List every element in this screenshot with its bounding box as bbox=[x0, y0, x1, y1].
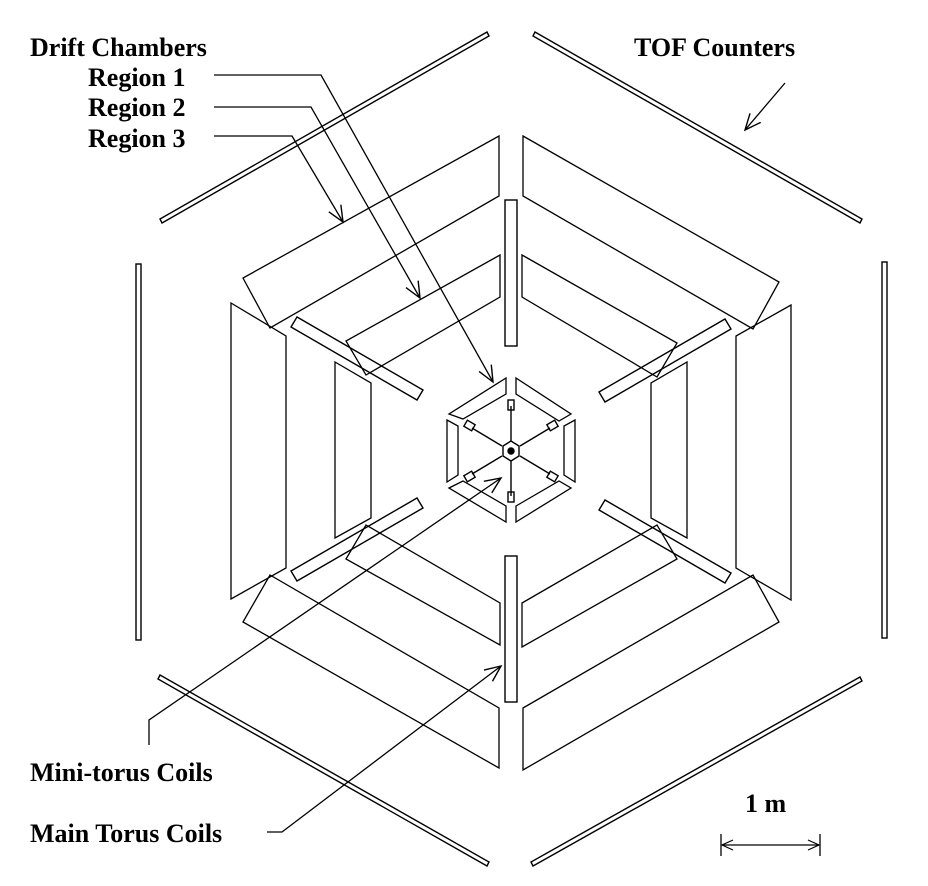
main-torus-coil-top bbox=[504, 199, 518, 347]
region2-chambers bbox=[334, 253, 688, 649]
region2-chamber-right bbox=[650, 360, 688, 540]
region2-chamber-bottom-left bbox=[345, 524, 501, 647]
region1-chamber-right bbox=[563, 418, 576, 484]
tof-counters bbox=[135, 31, 888, 867]
mini-torus-coil-box bbox=[507, 491, 515, 503]
mini-torus-coil-box bbox=[545, 470, 560, 483]
mini-torus-coil-box bbox=[507, 399, 515, 411]
target-center bbox=[507, 447, 515, 455]
tof-counter-bottom-right bbox=[530, 676, 863, 867]
mini-torus-coil-box bbox=[545, 419, 560, 432]
tof-counter-right bbox=[881, 261, 888, 639]
region3-chamber-top-right bbox=[522, 134, 780, 330]
tof-counter-top-right bbox=[532, 31, 863, 224]
main-torus-coils bbox=[290, 199, 732, 703]
main-torus-coil-bottom bbox=[504, 555, 518, 703]
tof-counter-top-left bbox=[159, 31, 490, 224]
drift-chambers-label: Drift Chambers bbox=[30, 33, 207, 62]
tof-counter-left bbox=[135, 263, 142, 641]
scale-bar bbox=[720, 834, 821, 856]
region3-chamber-right bbox=[735, 303, 792, 602]
region3-chambers bbox=[230, 134, 792, 772]
mini-torus-leader bbox=[148, 477, 503, 745]
tof-counter-bottom-left bbox=[157, 674, 490, 867]
region2-chamber-left bbox=[334, 360, 372, 540]
region2-chamber-bottom-right bbox=[521, 524, 678, 649]
main-torus-coil-upper-left bbox=[290, 316, 424, 401]
region1-chambers bbox=[446, 376, 576, 524]
mini-torus-spoke bbox=[471, 427, 503, 447]
main-torus-coil-lower-right bbox=[598, 499, 732, 584]
scale-bar-label: 1 m bbox=[745, 789, 787, 818]
region1-chamber-left bbox=[446, 418, 459, 484]
leader-lines bbox=[148, 74, 786, 833]
region1-chamber-top-left bbox=[447, 376, 507, 420]
region3-chamber-top-left bbox=[242, 134, 500, 329]
target-hexagon bbox=[502, 440, 520, 462]
mini-torus-spoke bbox=[519, 427, 551, 447]
region3-label: Region 3 bbox=[88, 124, 186, 153]
region2-label: Region 2 bbox=[88, 93, 186, 122]
region1-leader bbox=[214, 74, 494, 384]
region2-chamber-top-right bbox=[521, 253, 678, 378]
mini-torus-spoke bbox=[471, 455, 503, 475]
region1-label: Region 1 bbox=[88, 63, 186, 92]
tof-counters-label: TOF Counters bbox=[634, 33, 795, 62]
mini-torus-coil-box bbox=[462, 419, 477, 432]
region1-chamber-top-right bbox=[515, 376, 573, 422]
mini-torus-coils-label: Mini-torus Coils bbox=[30, 758, 213, 787]
mini-torus-coil-box bbox=[462, 470, 477, 483]
region1-chamber-bottom-right bbox=[515, 480, 573, 524]
main-torus-leader bbox=[267, 664, 503, 833]
region2-leader bbox=[214, 106, 421, 300]
region3-chamber-left bbox=[230, 301, 287, 601]
main-torus-coil-lower-left bbox=[290, 497, 424, 582]
region3-chamber-bottom-left bbox=[242, 574, 500, 770]
mini-torus-spoke bbox=[519, 455, 551, 475]
mini-torus-coils bbox=[462, 399, 560, 503]
tof-leader bbox=[743, 82, 786, 132]
region3-chamber-bottom-right bbox=[522, 574, 780, 772]
main-torus-coil-upper-right bbox=[598, 318, 732, 403]
region1-chamber-bottom-left bbox=[447, 480, 507, 524]
region2-chamber-top-left bbox=[345, 253, 501, 376]
region3-leader bbox=[214, 135, 344, 224]
main-torus-coils-label: Main Torus Coils bbox=[30, 819, 222, 848]
